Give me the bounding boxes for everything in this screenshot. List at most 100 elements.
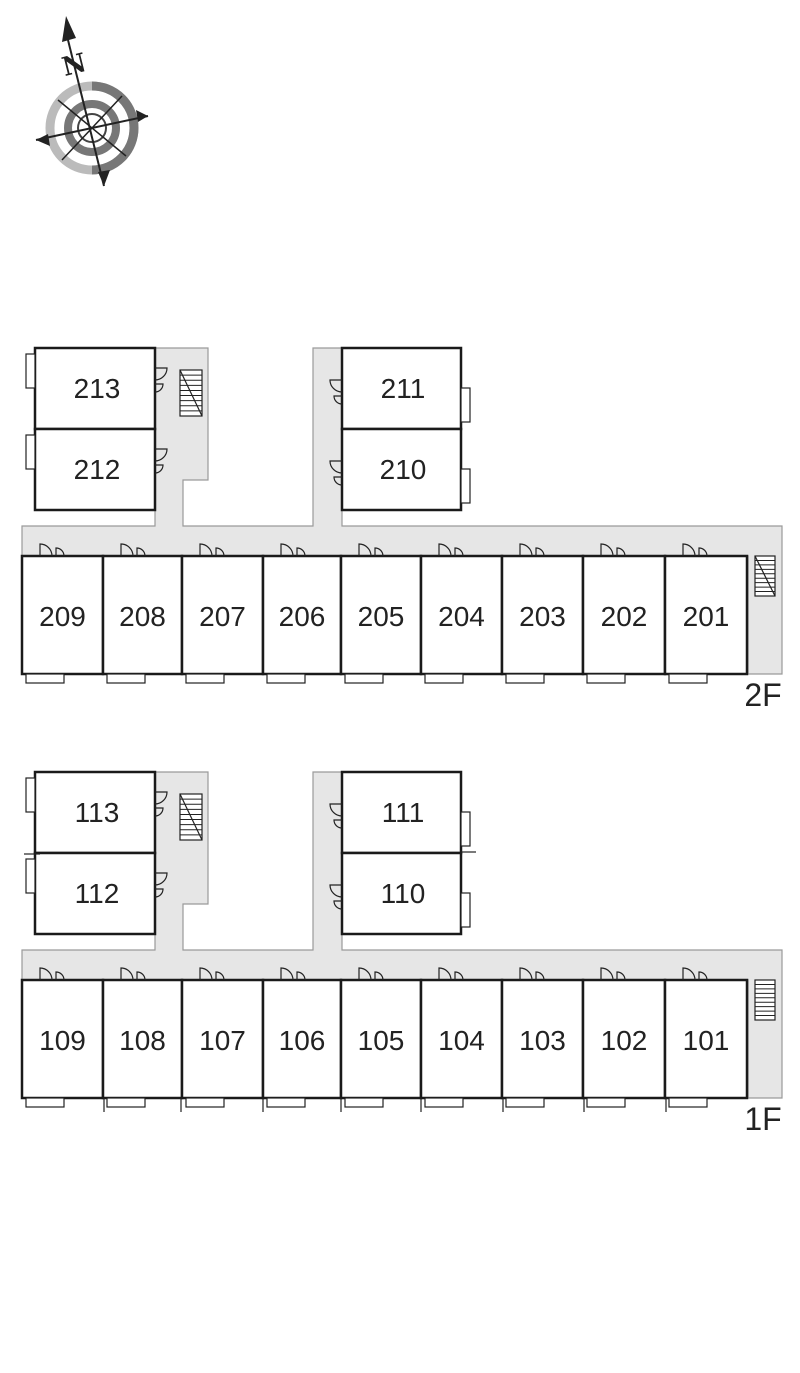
unit: 206 (261, 543, 343, 684)
balcony-window (424, 673, 464, 684)
balcony-window (505, 1097, 545, 1108)
unit-number-210: 210 (380, 454, 427, 485)
balcony-window (505, 673, 545, 684)
balcony-window (106, 673, 146, 684)
balcony-window (668, 1097, 708, 1108)
door-icon (438, 543, 464, 557)
unit-number-110: 110 (381, 878, 426, 909)
unit: 201 (663, 543, 749, 684)
unit-number-102: 102 (601, 1025, 648, 1056)
door-icon (682, 967, 708, 981)
door-icon (329, 803, 343, 829)
unit-number-105: 105 (358, 1025, 405, 1056)
stairs-icon (754, 555, 776, 597)
floor-1f: 113 112 111 110 109 108 107 106 105 104 103 102 101 1… (20, 770, 783, 1137)
balcony-window (25, 1097, 65, 1108)
balcony-window (25, 673, 65, 684)
unit: 106 (261, 967, 343, 1108)
unit: 210 (329, 427, 471, 512)
door-icon (329, 884, 343, 910)
window (460, 387, 471, 423)
north-label: N (59, 48, 89, 83)
unit-number-103: 103 (519, 1025, 566, 1056)
balcony-window (424, 1097, 464, 1108)
window (460, 468, 471, 504)
floor-label: 1F (744, 1101, 781, 1137)
stairs-icon (179, 369, 203, 417)
door-icon (154, 448, 168, 474)
balcony-window (185, 1097, 225, 1108)
unit-number-212: 212 (74, 454, 121, 485)
corridor (21, 347, 783, 675)
unit-number-109: 109 (39, 1025, 86, 1056)
balcony-window (344, 673, 384, 684)
unit: 211 (329, 346, 471, 431)
unit-number-205: 205 (358, 601, 405, 632)
balcony-window (344, 1097, 384, 1108)
unit: 113 (25, 770, 168, 855)
unit-number-206: 206 (279, 601, 326, 632)
unit-number-101: 101 (683, 1025, 730, 1056)
unit-number-203: 203 (519, 601, 566, 632)
floor-2f: 213 212 211 210 209 208 207 206 205 204 203 202 2012… (20, 346, 783, 713)
unit: 104 (419, 967, 504, 1108)
unit-number-106: 106 (279, 1025, 326, 1056)
stairs-icon (179, 793, 203, 841)
unit-number-112: 112 (75, 878, 120, 909)
balcony-window (266, 1097, 306, 1108)
door-icon (358, 967, 384, 981)
unit-number-108: 108 (119, 1025, 166, 1056)
unit: 103 (500, 967, 585, 1108)
unit-number-207: 207 (199, 601, 246, 632)
window (460, 811, 471, 847)
door-icon (154, 367, 168, 393)
door-icon (519, 543, 545, 557)
unit-number-202: 202 (601, 601, 648, 632)
unit-number-204: 204 (438, 601, 485, 632)
balcony-window (586, 673, 626, 684)
window (25, 777, 36, 813)
unit: 207 (180, 543, 265, 684)
door-icon (280, 543, 306, 557)
door-icon (682, 543, 708, 557)
unit: 112 (25, 851, 168, 936)
unit-number-209: 209 (39, 601, 86, 632)
door-icon (329, 379, 343, 405)
unit-number-113: 113 (75, 797, 120, 828)
unit-number-111: 111 (382, 797, 425, 828)
unit-number-211: 211 (381, 373, 426, 404)
balcony-window (586, 1097, 626, 1108)
balcony-window (185, 673, 225, 684)
door-icon (120, 543, 146, 557)
unit: 107 (180, 967, 265, 1108)
unit: 108 (101, 967, 184, 1108)
door-icon (519, 967, 545, 981)
stairs-icon (754, 979, 776, 1021)
balcony-window (106, 1097, 146, 1108)
door-icon (438, 967, 464, 981)
unit: 109 (20, 967, 105, 1108)
unit: 101 (663, 967, 749, 1108)
unit: 110 (329, 851, 471, 936)
door-icon (280, 967, 306, 981)
door-icon (600, 543, 626, 557)
unit: 203 (500, 543, 585, 684)
door-icon (358, 543, 384, 557)
floor-label: 2F (744, 677, 781, 713)
unit: 208 (101, 543, 184, 684)
door-icon (154, 872, 168, 898)
unit-number-104: 104 (438, 1025, 485, 1056)
unit: 105 (339, 967, 423, 1108)
door-icon (120, 967, 146, 981)
window (25, 858, 36, 894)
window (25, 434, 36, 470)
unit: 209 (20, 543, 105, 684)
door-icon (154, 791, 168, 817)
unit: 213 (25, 346, 168, 431)
door-icon (600, 967, 626, 981)
balcony-window (668, 673, 708, 684)
corridor (21, 771, 783, 1099)
door-icon (39, 967, 65, 981)
unit: 102 (581, 967, 667, 1108)
